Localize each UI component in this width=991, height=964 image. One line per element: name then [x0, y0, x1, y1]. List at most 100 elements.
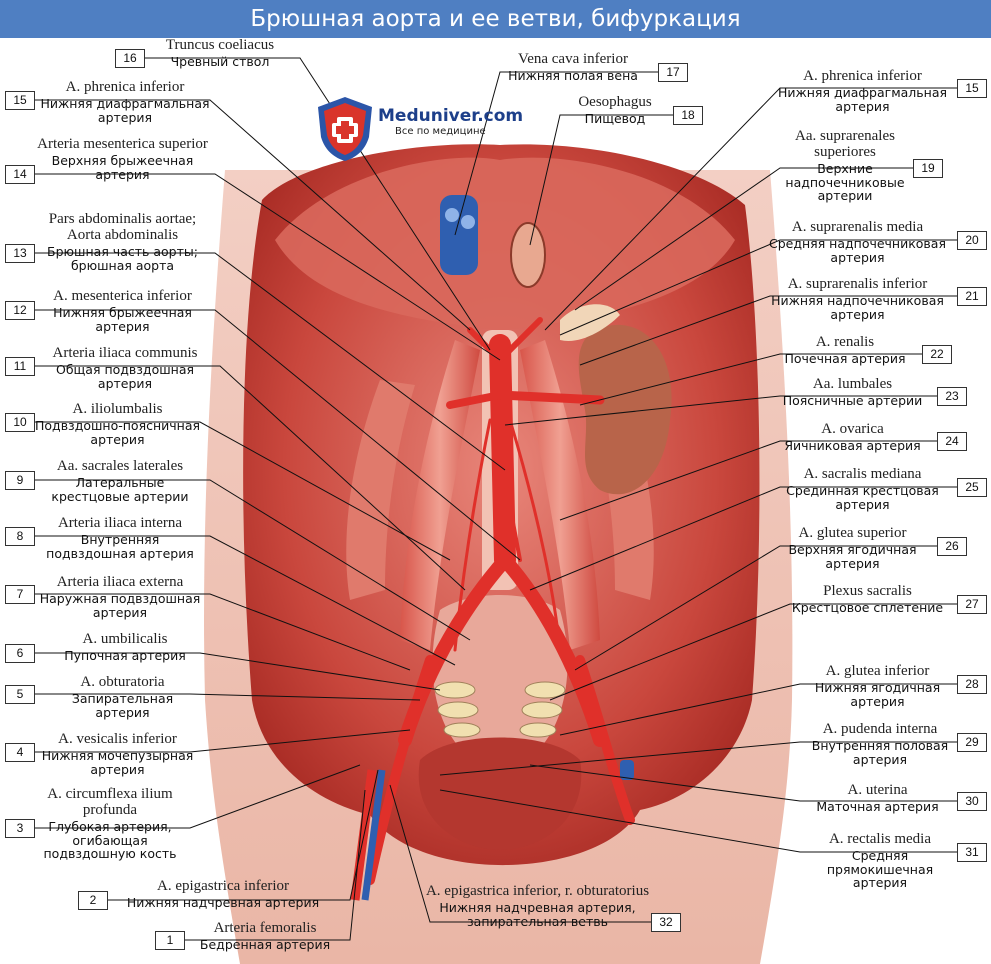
label-oesophagus: Oesophagus Пищевод	[560, 94, 670, 126]
label-latin: Arteria mesenterica superior	[37, 136, 208, 152]
label-russian: Подвздошно-поясничная артерия	[35, 418, 201, 447]
label-iliaca-interna: Arteria iliaca interna Внутренняя подвзд…	[35, 515, 205, 560]
label-russian: Глубокая артерия, огибающая подвздошную …	[43, 819, 177, 862]
label-number: 15	[5, 91, 35, 110]
label-latin: A. renalis	[815, 334, 875, 350]
page-title: Брюшная аорта и ее ветви, бифуркация	[0, 0, 991, 38]
label-epigastrica-obturatorius: A. epigastrica inferior, r. obturatorius…	[425, 883, 650, 928]
label-number: 22	[922, 345, 952, 364]
label-number: 20	[957, 231, 987, 250]
label-number: 29	[957, 733, 987, 752]
label-latin: A. ovarica	[821, 421, 884, 437]
label-number: 18	[673, 106, 703, 125]
label-number: 31	[957, 843, 987, 862]
vena-cava	[440, 195, 478, 275]
label-number: 8	[5, 527, 35, 546]
label-uterina: A. uterina Маточная артерия	[800, 782, 955, 814]
label-latin: A. glutea inferior	[825, 663, 930, 679]
label-sacrales-laterales: Aa. sacrales laterales Латеральные крест…	[35, 458, 205, 503]
label-number: 14	[5, 165, 35, 184]
label-russian: Верхние надпочечниковые артерии	[785, 161, 905, 204]
label-number: 1	[155, 931, 185, 950]
label-russian: Латеральные крестцовые артерии	[51, 475, 189, 504]
label-number: 6	[5, 644, 35, 663]
label-glutea-inferior: A. glutea inferior Нижняя ягодичная арте…	[800, 663, 955, 708]
label-number: 4	[5, 743, 35, 762]
label-russian: Яичниковая артерия	[784, 438, 921, 454]
label-sacralis-mediana: A. sacralis mediana Срединная крестцовая…	[770, 466, 955, 511]
label-russian: Пупочная артерия	[64, 648, 186, 664]
label-arteria-femoralis: Arteria femoralis Бедренная артерия	[185, 920, 345, 952]
right-femoral-vessels	[620, 760, 634, 780]
logo-name: Meduniver.com	[378, 106, 524, 126]
label-number: 26	[937, 537, 967, 556]
label-number: 10	[5, 413, 35, 432]
label-pudenda-interna: A. pudenda interna Внутренняя половая ар…	[805, 721, 955, 766]
label-suprarenales-superiores: Aa. suprarenales superiores Верхние надп…	[775, 128, 915, 203]
label-latin: A. umbilicalis	[82, 631, 168, 647]
label-number: 13	[5, 244, 35, 263]
label-latin: A. suprarenalis media	[791, 219, 924, 235]
femoral-vein	[361, 769, 386, 901]
label-latin: A. epigastrica inferior	[156, 878, 290, 894]
label-latin: Plexus sacralis	[823, 583, 912, 599]
label-number: 25	[957, 478, 987, 497]
label-russian: Внутренняя половая артерия	[811, 738, 949, 767]
diaphragm	[275, 157, 735, 330]
quadratus-left	[346, 380, 415, 600]
label-russian: Маточная артерия	[816, 799, 939, 815]
leader-lines	[34, 57, 957, 941]
label-latin: Vena cava inferior	[518, 51, 628, 67]
label-circumflexa-ilium: A. circumflexa ilium profunda Глубокая а…	[35, 786, 185, 861]
label-number: 30	[957, 792, 987, 811]
label-vena-cava: Vena cava inferior Нижняя полая вена	[498, 51, 648, 83]
label-number: 17	[658, 63, 688, 82]
label-russian: Средняя надпочечниковая артерия	[769, 236, 946, 265]
label-latin: A. epigastrica inferior, r. obturatorius	[425, 883, 650, 899]
label-number: 28	[957, 675, 987, 694]
label-russian: Нижняя ягодичная артерия	[814, 680, 941, 709]
label-russian: Брюшная часть аорты; брюшная аорта	[47, 244, 198, 273]
label-latin: A. vesicalis inferior	[58, 731, 177, 747]
label-iliaca-communis: Arteria iliaca communis Общая подвздошна…	[35, 345, 215, 390]
label-latin: A. phrenica inferior	[65, 79, 185, 95]
label-number: 2	[78, 891, 108, 910]
label-number: 21	[957, 287, 987, 306]
label-aorta-abdominalis: Pars abdominalis aortae; Aorta abdominal…	[35, 211, 210, 272]
label-latin: A. pudenda interna	[822, 721, 938, 737]
label-russian: Нижняя надчревная артерия, запирательная…	[439, 900, 636, 929]
label-latin: A. rectalis media	[828, 831, 932, 847]
label-latin: A. phrenica inferior	[803, 68, 922, 84]
label-number: 27	[957, 595, 987, 614]
adrenal-gland	[560, 304, 620, 341]
label-latin: A. suprarenalis inferior	[787, 276, 928, 292]
label-plexus-sacralis: Plexus sacralis Крестцовое сплетение	[780, 583, 955, 615]
label-latin: Aa. suprarenales superiores	[795, 128, 895, 161]
label-russian: Бедренная артерия	[199, 937, 331, 953]
label-latin: Aa. lumbales	[812, 376, 893, 392]
label-number: 9	[5, 471, 35, 490]
label-phrenica-inferior-left: A. phrenica inferior Нижняя диафрагмальн…	[35, 79, 215, 124]
label-russian: Крестцовое сплетение	[791, 600, 944, 616]
label-russian: Нижняя диафрагмальная артерия	[40, 96, 210, 125]
label-number: 12	[5, 301, 35, 320]
label-number: 7	[5, 585, 35, 604]
label-latin: A. uterina	[847, 782, 908, 798]
label-obturatoria: A. obturatoria Запирательная артерия	[45, 674, 200, 719]
kidney	[578, 324, 672, 495]
label-latin: Pars abdominalis aortae; Aorta abdominal…	[48, 211, 197, 244]
label-mesenterica-inferior: A. mesenterica inferior Нижняя брыжеечна…	[35, 288, 210, 333]
label-russian: Нижняя диафрагмальная артерия	[777, 85, 948, 114]
label-truncus-coeliacus: Truncus coeliacus Чревный ствол	[145, 37, 295, 69]
label-latin: Aa. sacrales laterales	[56, 458, 184, 474]
logo-tagline: Все по медицине	[395, 126, 486, 137]
label-latin: A. glutea superior	[798, 525, 907, 541]
label-number: 24	[937, 432, 967, 451]
label-russian: Наружная подвздошная артерия	[39, 591, 201, 620]
label-latin: A. obturatoria	[80, 674, 165, 690]
label-number: 19	[913, 159, 943, 178]
label-phrenica-inferior-right: A. phrenica inferior Нижняя диафрагмальн…	[770, 68, 955, 113]
label-glutea-superior: A. glutea superior Верхняя ягодичная арт…	[770, 525, 935, 570]
label-russian: Запирательная артерия	[71, 691, 174, 720]
oesophagus	[510, 222, 546, 288]
